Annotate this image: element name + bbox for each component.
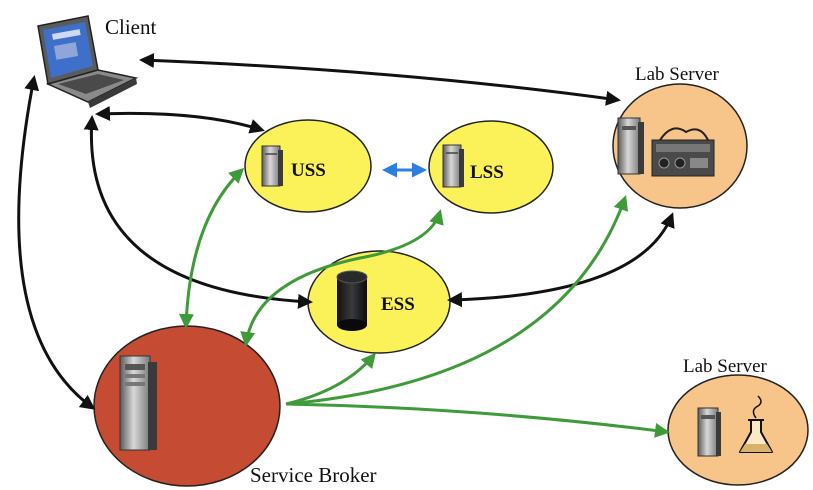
instrument-icon <box>651 127 715 177</box>
lss-label: LSS <box>470 162 504 183</box>
lab-server-top-label: Lab Server <box>635 64 720 85</box>
database-icon <box>336 270 368 331</box>
edge-broker-lab-server-top <box>285 195 629 406</box>
lab-server-bottom-node[interactable] <box>667 374 809 486</box>
edge-broker-lab-server-bottom <box>285 402 670 438</box>
edge-broker-lss <box>240 209 444 347</box>
lab-server-bottom-server-icon <box>697 407 721 457</box>
lss-server-icon <box>442 144 464 188</box>
flask-icon <box>739 395 773 453</box>
uss-server-icon <box>261 145 283 187</box>
edge-broker-ess <box>285 352 376 406</box>
ess-label: ESS <box>381 294 415 315</box>
edge-client-service-broker <box>17 75 96 410</box>
connections-green <box>178 167 670 438</box>
edge-client-lab-server-top <box>139 52 621 106</box>
service-broker-server-icon <box>119 355 157 451</box>
lab-server-top-server-icon <box>617 117 644 175</box>
service-broker-label: Service Broker <box>250 463 377 487</box>
lab-server-bottom-label: Lab Server <box>683 356 768 377</box>
laptop-icon <box>37 15 139 108</box>
edge-broker-uss <box>178 167 245 329</box>
edge-ess-lab-server-top <box>447 212 675 308</box>
uss-label: USS <box>291 160 326 181</box>
connections-black <box>17 52 675 410</box>
client-label: Client <box>105 15 156 39</box>
edge-client-uss <box>95 106 265 134</box>
